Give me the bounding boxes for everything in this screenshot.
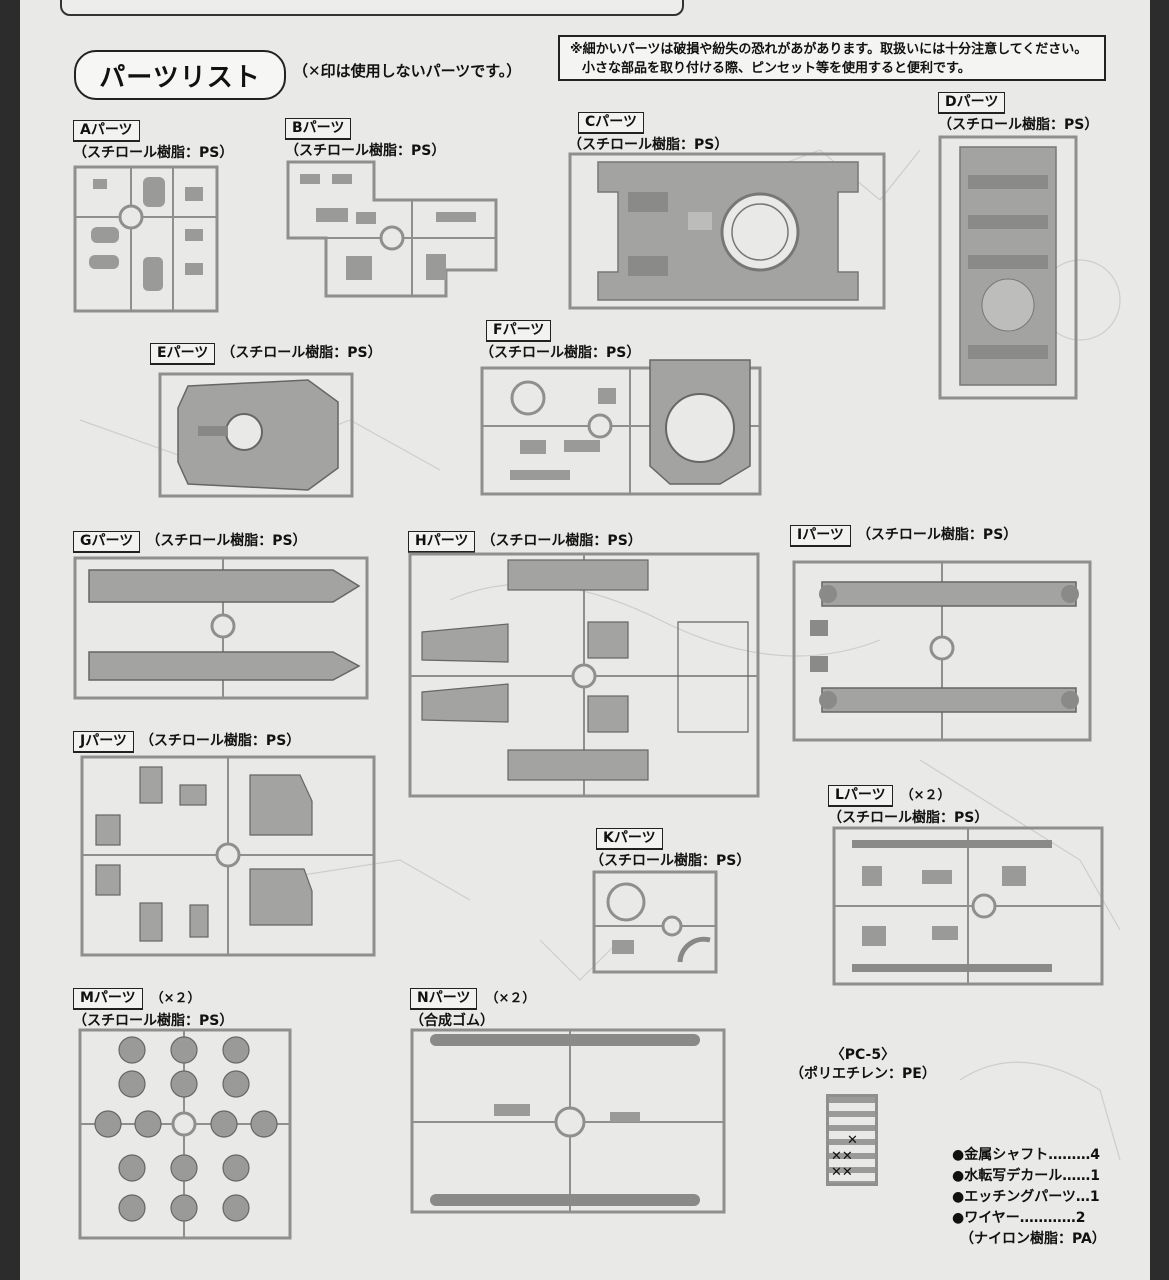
warning-line-2: 小さな部品を取り付ける際、ピンセット等を使用すると便利です。 — [582, 61, 971, 76]
part-h-label: Hパーツ （スチロール樹脂：PS） — [408, 530, 642, 553]
part-l-material: （スチロール樹脂：PS） — [828, 810, 989, 826]
sprue-g — [73, 556, 369, 700]
part-m-label: Mパーツ （×２） （スチロール樹脂：PS） — [73, 987, 233, 1030]
part-h-material: （スチロール樹脂：PS） — [481, 533, 642, 549]
sprue-h — [408, 552, 760, 798]
sprue-k — [592, 870, 718, 974]
part-c-label: Cパーツ （スチロール樹脂：PS） — [568, 112, 728, 154]
sprue-b — [286, 160, 498, 300]
part-d-label: Dパーツ （スチロール樹脂：PS） — [938, 92, 1098, 134]
pc5-unused-mark-3: ✕✕ — [831, 1165, 853, 1180]
part-l-tag: Lパーツ — [828, 785, 893, 807]
page-title: パーツリスト — [74, 50, 286, 100]
sprue-m — [78, 1028, 292, 1240]
part-k-label: Kパーツ （スチロール樹脂：PS） — [590, 828, 750, 870]
part-b-material: （スチロール樹脂：PS） — [285, 143, 446, 159]
sprue-d — [938, 135, 1078, 400]
part-n-label: Nパーツ （×２） （合成ゴム） — [410, 987, 535, 1030]
pc5-unused-mark-2: ✕✕ — [831, 1149, 853, 1164]
sprue-n — [410, 1028, 726, 1214]
part-j-tag: Jパーツ — [73, 731, 134, 753]
warning-box: ※細かいパーツは破損や紛失の恐れがあがあります。取扱いには十分注意してください。… — [558, 35, 1106, 81]
part-i-tag: Iパーツ — [790, 525, 851, 547]
part-m-material: （スチロール樹脂：PS） — [73, 1013, 234, 1029]
sprue-l — [832, 826, 1104, 986]
accessory-wire-material: （ナイロン樹脂：PA） — [960, 1231, 1106, 1247]
part-j-material: （スチロール樹脂：PS） — [139, 733, 301, 749]
accessory-wire: ●ワイヤー…………2 — [952, 1210, 1086, 1226]
part-g-label: Gパーツ （スチロール樹脂：PS） — [73, 530, 307, 553]
top-frame — [60, 0, 684, 16]
accessories-list: ●金属シャフト………4 ●水転写デカール……1 ●エッチングパーツ…1 ●ワイヤ… — [952, 1145, 1106, 1250]
accessory-metal-shaft: ●金属シャフト………4 — [952, 1147, 1100, 1163]
sprue-j — [80, 755, 376, 957]
part-b-tag: Bパーツ — [285, 118, 352, 140]
part-n-tag: Nパーツ — [410, 988, 478, 1010]
part-g-tag: Gパーツ — [73, 531, 141, 553]
pc5-unused-mark-1: ✕ — [847, 1133, 858, 1148]
part-d-material: （スチロール樹脂：PS） — [938, 117, 1099, 133]
part-k-tag: Kパーツ — [596, 828, 663, 850]
part-e-material: （スチロール樹脂：PS） — [221, 345, 382, 361]
part-h-tag: Hパーツ — [408, 531, 476, 553]
pc5-label: 〈PC-5〉 （ポリエチレン：PE） — [790, 1046, 936, 1084]
part-c-material: （スチロール樹脂：PS） — [568, 137, 729, 153]
sprue-f — [480, 356, 762, 496]
part-k-material: （スチロール樹脂：PS） — [590, 853, 751, 869]
part-m-tag: Mパーツ — [73, 988, 143, 1010]
part-f-label: Fパーツ （スチロール樹脂：PS） — [480, 320, 640, 362]
part-i-material: （スチロール樹脂：PS） — [856, 527, 1018, 543]
part-f-material: （スチロール樹脂：PS） — [480, 345, 641, 361]
part-c-tag: Cパーツ — [578, 112, 644, 134]
title-note: （✕印は使用しないパーツです。） — [293, 62, 522, 80]
accessory-etching-parts: ●エッチングパーツ…1 — [952, 1189, 1100, 1205]
part-f-tag: Fパーツ — [486, 320, 552, 342]
part-a-tag: Aパーツ — [73, 120, 140, 142]
sprue-a — [73, 165, 219, 313]
part-a-material: （スチロール樹脂：PS） — [73, 145, 234, 161]
part-e-tag: Eパーツ — [150, 343, 216, 365]
accessory-decal: ●水転写デカール……1 — [952, 1168, 1100, 1184]
part-l-multiplier: （×２） — [900, 788, 951, 803]
sprue-c — [568, 152, 886, 310]
sprue-i — [792, 560, 1092, 742]
part-l-label: Lパーツ （×２） （スチロール樹脂：PS） — [828, 784, 988, 827]
pc5-material: （ポリエチレン：PE） — [790, 1066, 936, 1082]
part-a-label: Aパーツ （スチロール樹脂：PS） — [73, 120, 233, 162]
part-g-material: （スチロール樹脂：PS） — [146, 533, 307, 549]
part-i-label: Iパーツ （スチロール樹脂：PS） — [790, 524, 1017, 547]
part-e-label: Eパーツ （スチロール樹脂：PS） — [150, 342, 382, 365]
part-n-material: （合成ゴム） — [410, 1013, 494, 1029]
part-j-label: Jパーツ （スチロール樹脂：PS） — [73, 730, 300, 753]
part-n-multiplier: （×２） — [485, 991, 536, 1006]
warning-line-1: ※細かいパーツは破損や紛失の恐れがあがあります。取扱いには十分注意してください。 — [570, 42, 1088, 57]
sprue-pc5: ✕ ✕✕ ✕✕ — [826, 1094, 878, 1186]
part-d-tag: Dパーツ — [938, 92, 1006, 114]
part-m-multiplier: （×２） — [150, 991, 201, 1006]
part-b-label: Bパーツ （スチロール樹脂：PS） — [285, 118, 445, 160]
instruction-page: パーツリスト （✕印は使用しないパーツです。） ※細かいパーツは破損や紛失の恐れ… — [20, 0, 1150, 1280]
pc5-name: 〈PC-5〉 — [830, 1047, 896, 1063]
sprue-e — [158, 372, 354, 498]
